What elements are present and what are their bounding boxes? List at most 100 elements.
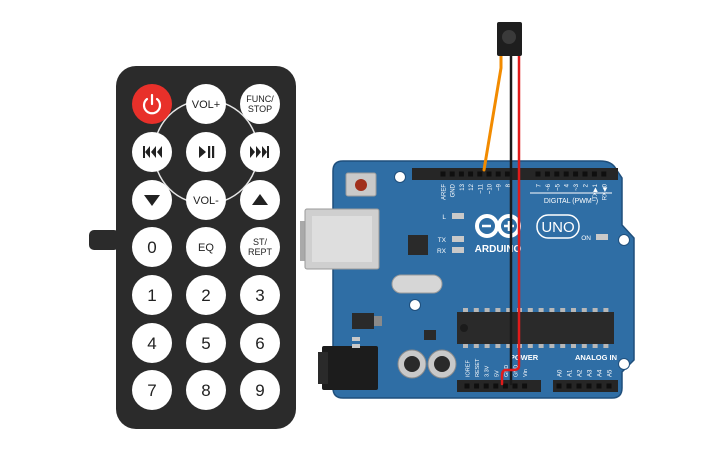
power-pin-socket[interactable] <box>512 383 518 389</box>
num-1-button[interactable]: 1 <box>132 275 172 315</box>
analog-pin-socket[interactable] <box>576 383 582 389</box>
eq-label: EQ <box>198 242 214 254</box>
num-8-button[interactable]: 8 <box>186 370 226 410</box>
func-stop-button[interactable]: FUNC/STOP <box>240 84 280 124</box>
num-9-button-face[interactable] <box>240 370 280 410</box>
num-4-button-face[interactable] <box>132 323 172 363</box>
chip-leg <box>592 308 598 312</box>
digital-pin-socket[interactable] <box>440 171 446 177</box>
digital-pin-socket[interactable] <box>563 171 569 177</box>
vol-up-button[interactable]: VOL+ <box>186 84 226 124</box>
smd-component <box>352 337 360 341</box>
wires <box>482 54 521 386</box>
digital-pin-label: AREF <box>442 184 448 200</box>
digital-pin-socket[interactable] <box>554 171 560 177</box>
num-4-button[interactable]: 4 <box>132 323 172 363</box>
digital-pin-socket[interactable] <box>582 171 588 177</box>
digital-pin-socket[interactable] <box>544 171 550 177</box>
num-6-button-face[interactable] <box>240 323 280 363</box>
num-0-button-face[interactable] <box>132 227 172 267</box>
digital-pin-socket[interactable] <box>458 171 464 177</box>
digital-pin-label: 8 <box>506 183 512 187</box>
power-pin-label: 5V <box>494 370 500 377</box>
digital-pin-socket[interactable] <box>504 171 510 177</box>
rewind-icon <box>143 146 162 158</box>
led-l <box>452 213 464 219</box>
digital-header <box>412 168 618 180</box>
chip-leg <box>463 308 468 312</box>
vol-down-button-face[interactable] <box>186 180 226 220</box>
digital-pin-label: ~3 <box>574 183 580 191</box>
num-2-button[interactable]: 2 <box>186 275 226 315</box>
fast-forward-button[interactable] <box>240 132 280 172</box>
eq-button[interactable]: EQ <box>186 227 226 267</box>
led-on <box>596 234 608 240</box>
num-7-button-face[interactable] <box>132 370 172 410</box>
num-3-button[interactable]: 3 <box>240 275 280 315</box>
analog-pin-label: A5 <box>608 369 614 377</box>
play-pause-button[interactable] <box>186 132 226 172</box>
smd-component <box>424 330 436 340</box>
chip-leg <box>473 308 479 312</box>
analog-pin-socket[interactable] <box>556 383 562 389</box>
analog-pin-socket[interactable] <box>566 383 572 389</box>
analog-pin-label: A2 <box>578 369 584 377</box>
digital-pin-socket[interactable] <box>477 171 483 177</box>
led-rx <box>452 247 464 253</box>
chip-leg <box>603 344 609 348</box>
power-wire <box>500 54 521 386</box>
digital-pin-label: 12 <box>469 183 475 190</box>
num-1-button-face[interactable] <box>132 275 172 315</box>
num-7-button[interactable]: 7 <box>132 370 172 410</box>
analog-pin-socket[interactable] <box>586 383 592 389</box>
digital-pin-socket[interactable] <box>449 171 455 177</box>
digital-pin-socket[interactable] <box>591 171 597 177</box>
rewind-button[interactable] <box>132 132 172 172</box>
num-8-label: 8 <box>201 381 210 400</box>
num-6-button[interactable]: 6 <box>240 323 280 363</box>
power-pin-socket[interactable] <box>502 383 508 389</box>
capacitor-top <box>404 356 420 372</box>
digital-pin-socket[interactable] <box>601 171 607 177</box>
num-8-button-face[interactable] <box>186 370 226 410</box>
num-0-button[interactable]: 0 <box>132 227 172 267</box>
digital-pin-label: ~10 <box>488 183 494 194</box>
digital-pin-socket[interactable] <box>495 171 501 177</box>
func-stop-button-face[interactable] <box>240 84 280 124</box>
vol-up-button-face[interactable] <box>186 84 226 124</box>
reset-button[interactable] <box>355 179 367 191</box>
st-rept-button-face[interactable] <box>240 227 280 267</box>
digital-pin-socket[interactable] <box>573 171 579 177</box>
num-5-button[interactable]: 5 <box>186 323 226 363</box>
num-3-button-face[interactable] <box>240 275 280 315</box>
chip-leg <box>538 344 544 348</box>
power-pin-socket[interactable] <box>474 383 480 389</box>
dc-power-jack <box>322 346 378 390</box>
chip-leg <box>549 344 555 348</box>
num-9-button[interactable]: 9 <box>240 370 280 410</box>
digital-pin-socket[interactable] <box>468 171 474 177</box>
analog-pin-socket[interactable] <box>606 383 612 389</box>
num-5-button-face[interactable] <box>186 323 226 363</box>
analog-header <box>553 380 618 392</box>
analog-pin-socket[interactable] <box>596 383 602 389</box>
power-pin-socket[interactable] <box>464 383 470 389</box>
digital-pin-socket[interactable] <box>486 171 492 177</box>
up-button[interactable] <box>240 180 280 220</box>
digital-pin-socket[interactable] <box>535 171 541 177</box>
analog-pin-label: A0 <box>558 369 564 377</box>
st-rept-button[interactable]: ST/REPT <box>240 227 280 267</box>
chip-leg <box>495 308 501 312</box>
ir-receiver <box>497 22 522 56</box>
capacitor-top <box>434 356 450 372</box>
vol-down-button[interactable]: VOL- <box>186 180 226 220</box>
power-button[interactable] <box>132 84 172 124</box>
digital-pin-label: 7 <box>537 183 543 187</box>
power-pin-socket[interactable] <box>493 383 499 389</box>
eq-button-face[interactable] <box>186 227 226 267</box>
power-pin-socket[interactable] <box>522 383 528 389</box>
down-button[interactable] <box>132 180 172 220</box>
digital-pin-label: 2 <box>584 183 590 187</box>
power-pin-socket[interactable] <box>483 383 489 389</box>
num-2-button-face[interactable] <box>186 275 226 315</box>
